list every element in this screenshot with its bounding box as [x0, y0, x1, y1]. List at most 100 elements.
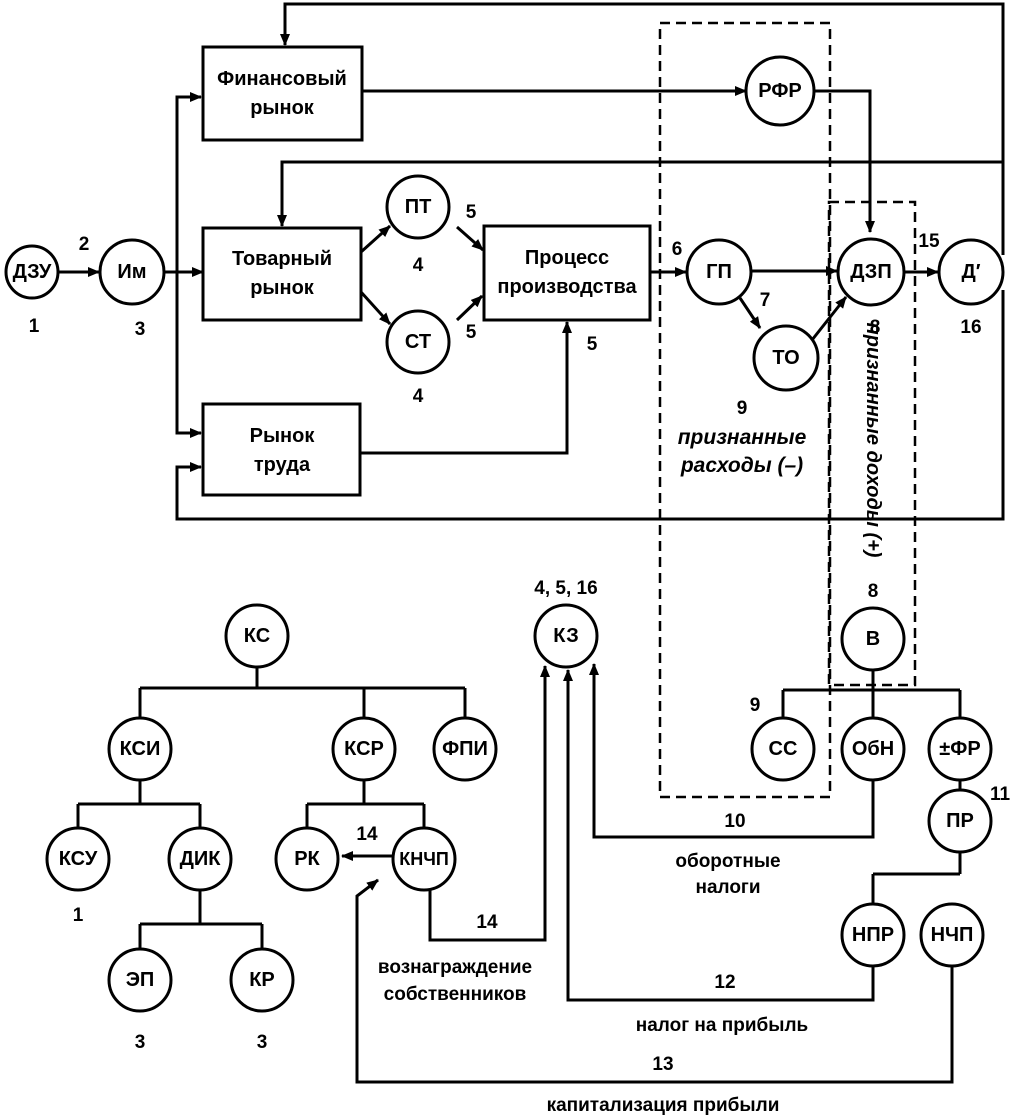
svg-text:ЭП: ЭП: [126, 969, 155, 991]
num-3-im: 3: [135, 319, 146, 340]
label-turnover-tax-line1: оборотные: [675, 851, 780, 872]
num-1-ksu: 1: [73, 905, 84, 926]
node-ep: ЭП: [107, 947, 173, 1013]
label-owners-reward-line2: собственников: [384, 984, 527, 1005]
num-4-st: 4: [413, 386, 424, 407]
num-14-rk: 14: [356, 824, 378, 845]
svg-text:±ФР: ±ФР: [939, 738, 980, 760]
financial-market-line2: рынок: [250, 97, 315, 119]
num-kz: 4, 5, 16: [534, 578, 597, 599]
node-rfr: РФР: [744, 55, 816, 127]
svg-text:ДЗУ: ДЗУ: [13, 261, 52, 283]
svg-text:ТО: ТО: [772, 347, 799, 369]
labor-market-box: Рынок труда: [201, 402, 362, 497]
node-ss: СС: [750, 716, 816, 782]
num-9-to: 9: [737, 398, 748, 419]
node-obn: ОбН: [840, 716, 906, 782]
node-gp: ГП: [685, 238, 753, 306]
bottom-connectors: [76, 663, 962, 1084]
production-process-box: Процесс производства: [482, 224, 652, 322]
label-income-vertical: признанные доходы (+): [862, 323, 884, 558]
num-3-ep: 3: [135, 1032, 146, 1053]
svg-text:КСР: КСР: [344, 738, 384, 760]
node-ksi: КСИ: [107, 716, 173, 782]
svg-text:КС: КС: [244, 625, 270, 647]
node-knchp: КНЧП: [391, 826, 457, 892]
label-profit-capitalization: капитализация прибыли: [547, 1095, 780, 1116]
node-ksr: КСР: [331, 716, 397, 782]
node-st: СТ: [385, 309, 451, 375]
svg-text:ДИК: ДИК: [180, 848, 222, 870]
label-profit-tax: налог на прибыль: [636, 1015, 808, 1036]
node-v: В: [840, 606, 906, 672]
num-11: 11: [990, 784, 1011, 805]
svg-text:КР: КР: [249, 969, 275, 991]
node-im: Им: [98, 238, 166, 306]
production-process-line1: Процесс: [525, 247, 609, 269]
svg-text:Им: Им: [117, 261, 146, 283]
num-12: 12: [714, 972, 735, 993]
text-labels: признанные расходы (–) признанные доходы…: [378, 323, 884, 1116]
label-expenses-line2: расходы (–): [680, 454, 803, 477]
svg-text:ПТ: ПТ: [405, 196, 432, 218]
production-process-line2: производства: [497, 276, 637, 298]
svg-text:СТ: СТ: [405, 331, 431, 353]
goods-market-line1: Товарный: [232, 248, 332, 270]
svg-text:РФР: РФР: [758, 80, 802, 102]
node-ksu: КСУ: [45, 826, 111, 892]
num-16-d: 16: [960, 317, 981, 338]
svg-text:РК: РК: [294, 848, 320, 870]
svg-text:НЧП: НЧП: [931, 924, 974, 946]
num-1-dzu: 1: [29, 316, 40, 337]
num-5-production: 5: [587, 334, 598, 355]
svg-text:Д′: Д′: [961, 261, 980, 283]
svg-text:КСУ: КСУ: [59, 848, 98, 870]
num-2: 2: [79, 234, 90, 255]
svg-text:ГП: ГП: [706, 261, 732, 283]
step-numbers: 1 2 3 4 4 5 5 5 6 7 8 15 16 9 4, 5, 16 8…: [29, 202, 1011, 1075]
top-connectors: [58, 2, 1005, 521]
label-owners-reward-line1: вознаграждение: [378, 957, 532, 978]
num-4-pt: 4: [413, 255, 424, 276]
goods-market-box: Товарный рынок: [201, 226, 363, 322]
num-8-dzp: 8: [870, 317, 881, 338]
svg-text:КСИ: КСИ: [120, 738, 161, 760]
financial-market-line1: Финансовый: [217, 68, 347, 90]
num-8-v: 8: [868, 581, 879, 602]
svg-text:ОбН: ОбН: [852, 738, 894, 760]
expenses-region: [658, 21, 832, 799]
node-fr: ±ФР: [927, 716, 993, 782]
labor-market-line2: труда: [254, 454, 311, 476]
label-turnover-tax-line2: налоги: [695, 877, 760, 898]
svg-text:В: В: [866, 628, 880, 650]
num-9-ss: 9: [750, 695, 761, 716]
node-npr: НПР: [840, 902, 906, 968]
num-13: 13: [652, 1054, 673, 1075]
num-10: 10: [724, 811, 745, 832]
financial-market-box: Финансовый рынок: [201, 45, 364, 142]
num-3-kr: 3: [257, 1032, 268, 1053]
node-pt: ПТ: [385, 174, 451, 240]
num-14-knchp: 14: [476, 912, 498, 933]
svg-text:НПР: НПР: [852, 924, 894, 946]
node-to: ТО: [752, 324, 820, 392]
svg-text:ДЗП: ДЗП: [850, 261, 891, 283]
num-6: 6: [672, 239, 683, 260]
node-pr: ПР: [927, 788, 993, 854]
svg-text:КЗ: КЗ: [553, 625, 578, 647]
label-expenses-line1: признанные: [678, 426, 807, 449]
num-15: 15: [918, 231, 940, 252]
svg-text:СС: СС: [769, 738, 798, 760]
node-rk: РК: [274, 826, 340, 892]
node-dzp: ДЗП: [836, 237, 906, 307]
svg-text:ФПИ: ФПИ: [442, 738, 488, 760]
node-ks: КС: [224, 603, 290, 669]
num-7: 7: [760, 290, 771, 311]
svg-text:КНЧП: КНЧП: [399, 849, 449, 869]
node-fpi: ФПИ: [432, 716, 498, 782]
goods-market-line2: рынок: [250, 277, 315, 299]
svg-text:ПР: ПР: [946, 810, 974, 832]
num-5-st: 5: [466, 322, 477, 343]
node-dik: ДИК: [167, 826, 233, 892]
